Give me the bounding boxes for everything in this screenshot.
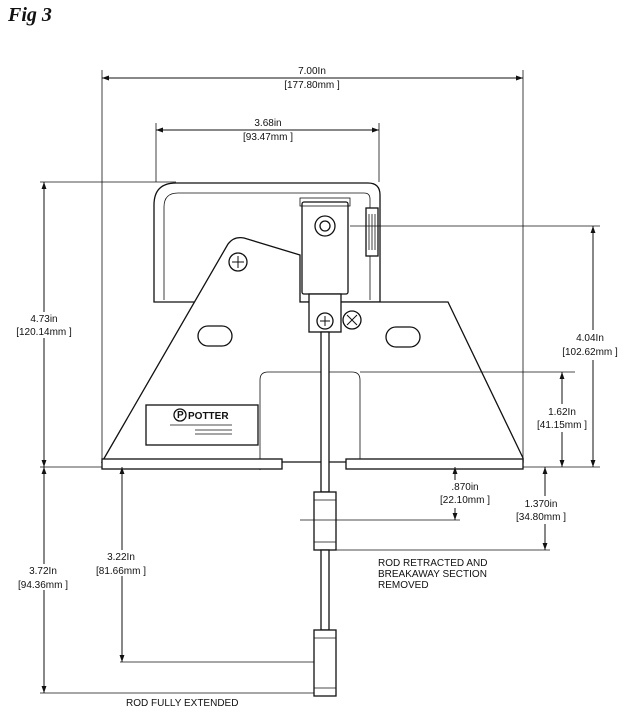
rod-retracted-mm: [34.80mm ] <box>516 512 566 523</box>
left-screw-icon <box>228 252 248 272</box>
clamp-screw-icon <box>316 312 334 330</box>
extension-lines <box>40 70 600 694</box>
rod-short-in: .870in <box>451 482 478 493</box>
drawing-notes: ROD RETRACTED AND BREAKAWAY SECTION REMO… <box>126 558 487 709</box>
note-extended: ROD FULLY EXTENDED <box>126 698 238 709</box>
switch-assembly <box>299 197 351 697</box>
rod-extended-outer-mm: [94.36mm ] <box>18 580 68 591</box>
actuator-rod-lower <box>320 549 330 631</box>
right-screw-icon <box>342 310 362 330</box>
back-plate-inner-edge <box>163 192 371 300</box>
note-retracted-line3: REMOVED <box>378 580 429 591</box>
note-retracted-line2: BREAKAWAY SECTION <box>378 569 487 580</box>
rod-extended-inner-mm: [81.66mm ] <box>96 566 146 577</box>
right-base-flange <box>345 458 524 470</box>
rod-short-mm: [22.10mm ] <box>440 495 490 506</box>
top-width-mm: [93.47mm ] <box>243 132 293 143</box>
logo-letter: P <box>177 410 184 421</box>
figure-title: Fig 3 <box>8 4 52 26</box>
right-height-mm: [102.62mm ] <box>562 347 618 358</box>
inner-height-mm: [41.15mm ] <box>537 420 587 431</box>
inner-height-in: 1.62In <box>548 407 576 418</box>
right-mounting-slot <box>385 326 421 348</box>
dimension-labels: 7.00In [177.80mm ] 3.68in [93.47mm ] 4.7… <box>16 66 618 591</box>
rod-coupling <box>313 491 337 551</box>
left-base-flange <box>101 458 283 470</box>
potter-logo-icon <box>173 408 187 422</box>
actuator-rod-upper <box>320 331 330 493</box>
rod-end-weight <box>313 629 337 697</box>
left-height-mm: [120.14mm ] <box>16 327 72 338</box>
housing-cap <box>299 197 351 207</box>
left-height-in: 4.73in <box>30 314 57 325</box>
overall-width-mm: [177.80mm ] <box>284 80 340 91</box>
right-height-in: 4.04In <box>576 333 604 344</box>
rod-extended-outer-in: 3.72In <box>29 566 57 577</box>
rod-retracted-in: 1.370in <box>525 499 558 510</box>
hinge-block <box>365 207 379 257</box>
brand-name: POTTER <box>188 411 229 422</box>
overall-width-in: 7.00In <box>298 66 326 77</box>
rod-extended-inner-in: 3.22In <box>107 552 135 563</box>
bracket-cutout <box>259 371 361 470</box>
top-width-in: 3.68in <box>254 118 281 129</box>
left-mounting-slot <box>197 325 233 347</box>
note-retracted-line1: ROD RETRACTED AND <box>378 558 487 569</box>
potter-label-plate: P POTTER <box>145 404 259 446</box>
